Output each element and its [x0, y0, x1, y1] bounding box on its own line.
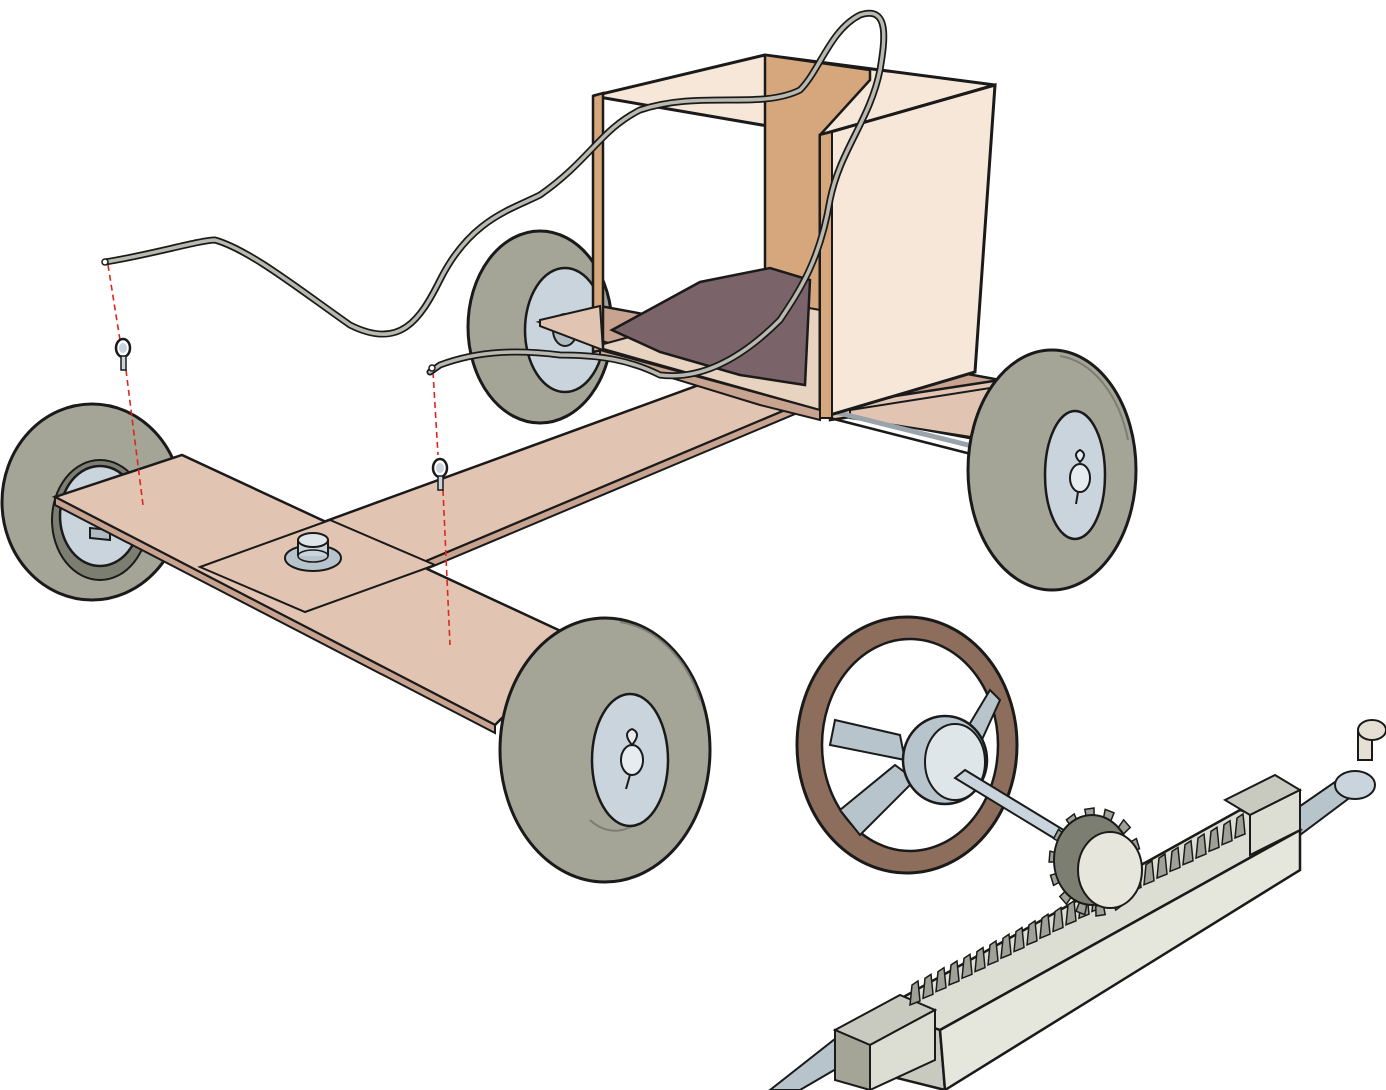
steering-wheel: [795, 615, 1019, 875]
rear-right-wheel: [966, 348, 1138, 592]
front-right-wheel: [498, 616, 712, 884]
steering-rope: [101, 9, 888, 380]
rack-tooth: [1013, 926, 1025, 953]
rack-tooth: [1182, 839, 1194, 866]
rack-tooth: [1195, 832, 1207, 860]
rack-tooth: [961, 952, 973, 980]
rack-tooth: [1234, 812, 1246, 840]
rack-tooth: [909, 979, 921, 1007]
assembly-guide-lines: [107, 264, 451, 646]
axle-cotter-pin-icon: [620, 727, 644, 790]
eye-bolt-right: [431, 457, 449, 491]
axle-cotter-pin-icon: [1069, 448, 1091, 505]
rack-tooth: [1169, 846, 1181, 873]
gear-rack: [768, 719, 1386, 1090]
rack-tooth: [1156, 852, 1168, 880]
seat-cushion: [609, 266, 812, 387]
rack-tooth: [948, 959, 960, 987]
rack-tooth: [935, 966, 947, 993]
rack-tooth: [1221, 819, 1233, 846]
eye-bolt-left: [114, 337, 132, 371]
rack-tooth: [922, 973, 934, 1000]
pinion-gear: [1048, 807, 1143, 917]
rack-tooth: [1052, 906, 1064, 933]
front-axle-board: [0, 402, 583, 735]
rack-tooth: [987, 939, 999, 967]
pivot-bolt-icon: [284, 532, 342, 572]
rack-tooth: [1000, 932, 1012, 960]
rack-tooth: [1026, 919, 1038, 947]
rack-tooth: [1065, 899, 1077, 926]
rack-tooth: [1143, 859, 1155, 886]
rack-tooth: [1039, 912, 1051, 940]
rack-tooth: [974, 946, 986, 973]
seat-box: [539, 53, 997, 422]
rack-tooth: [1208, 826, 1220, 853]
